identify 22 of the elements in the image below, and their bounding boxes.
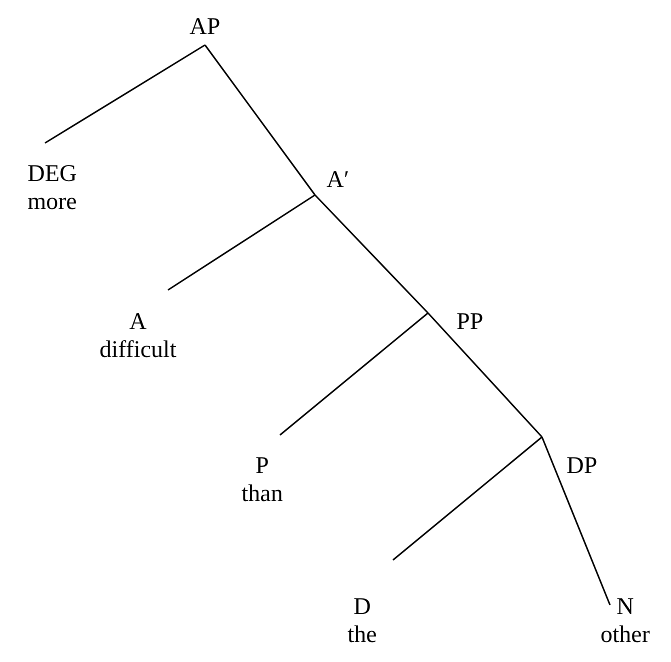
word-label: than	[242, 480, 283, 508]
category-label: DP	[566, 452, 598, 480]
tree-branch	[314, 194, 429, 314]
word-label: the	[348, 621, 377, 649]
word-label: more	[28, 188, 77, 216]
category-label: N	[616, 593, 634, 621]
word-label: other	[600, 621, 650, 649]
tree-branch	[168, 194, 316, 291]
category-label: PP	[456, 308, 484, 336]
category-label: A′	[326, 166, 350, 194]
tree-branch	[392, 436, 542, 561]
tree-branch	[204, 44, 316, 196]
category-label: AP	[190, 13, 220, 41]
category-label: D	[353, 593, 371, 621]
category-label: A	[129, 308, 147, 336]
tree-branch	[280, 312, 428, 436]
tree-branch	[427, 312, 543, 438]
category-label: DEG	[28, 160, 77, 188]
tree-branch	[541, 436, 611, 606]
tree-branch	[44, 44, 206, 144]
word-label: difficult	[100, 336, 176, 364]
category-label: P	[255, 452, 269, 480]
